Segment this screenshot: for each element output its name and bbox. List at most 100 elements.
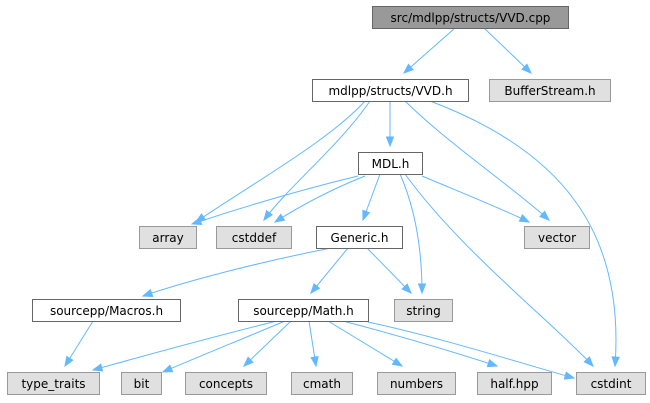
node-box — [477, 372, 552, 395]
node-box[interactable] — [316, 226, 403, 249]
arrowhead — [310, 282, 321, 295]
node-box — [185, 372, 267, 395]
edge-line — [399, 173, 423, 294]
node-concepts: concepts — [185, 372, 267, 395]
node-box — [7, 372, 100, 395]
node-label: BufferStream.h — [504, 84, 595, 98]
arrowhead — [243, 356, 254, 367]
arrowhead — [391, 357, 404, 367]
edge-generic-h-to-macros-h — [141, 247, 332, 297]
edge-vvd-cpp-to-vvd-h — [402, 27, 456, 74]
node-box — [291, 372, 353, 395]
node-label: array — [152, 231, 183, 245]
edge-line — [367, 321, 575, 379]
node-box — [394, 299, 453, 322]
edge-line — [263, 100, 371, 221]
node-box — [576, 372, 646, 395]
node-label: sourcepp/Math.h — [253, 304, 354, 318]
edge-line — [243, 320, 292, 367]
node-label: concepts — [199, 377, 253, 391]
node-cmath: cmath — [291, 372, 353, 395]
arrowhead — [64, 355, 74, 368]
edge-line — [342, 320, 498, 367]
arrowhead — [310, 355, 319, 368]
edge-mdl-h-to-cstddef — [273, 175, 366, 223]
node-label: src/mdlpp/structs/VVD.cpp — [391, 11, 551, 25]
arrowhead — [518, 214, 531, 223]
arrowhead — [190, 216, 203, 226]
node-vvd-h[interactable]: mdlpp/structs/VVD.h — [312, 79, 469, 102]
edge-mdl-h-to-cstdint — [404, 173, 594, 368]
arrowhead — [401, 283, 412, 294]
node-label: mdlpp/structs/VVD.h — [328, 84, 452, 98]
node-type-traits: type_traits — [7, 372, 100, 395]
edge-generic-h-to-string — [366, 247, 412, 294]
node-label: MDL.h — [372, 157, 410, 171]
edge-line — [404, 100, 550, 221]
node-bufferstream-h: BufferStream.h — [489, 79, 611, 102]
node-box — [121, 372, 162, 395]
edge-vvd-h-to-vector — [404, 100, 551, 221]
edge-line — [327, 320, 403, 367]
edge-math-h-to-numbers — [327, 320, 404, 367]
edge-generic-h-to-math-h — [310, 247, 349, 295]
node-box — [524, 226, 590, 249]
node-bit: bit — [121, 372, 162, 395]
arrowhead — [263, 209, 274, 222]
arrowhead — [141, 288, 154, 297]
node-label: half.hpp — [490, 377, 538, 391]
node-box — [216, 226, 292, 249]
arrowhead — [385, 136, 395, 148]
node-cstdint: cstdint — [576, 372, 646, 395]
arrowhead — [362, 209, 371, 222]
node-generic-h[interactable]: Generic.h — [316, 226, 403, 249]
edge-mdl-h-to-array — [190, 175, 359, 226]
arrowhead — [417, 283, 427, 295]
edge-vvd-h-to-mdl-h — [385, 101, 395, 148]
edge-vvd-cpp-to-bufferstream-h — [483, 27, 532, 74]
node-box[interactable] — [358, 152, 423, 175]
edge-line — [404, 173, 594, 367]
node-box[interactable] — [312, 79, 469, 102]
edge-line — [92, 320, 278, 371]
edge-math-h-to-cmath — [308, 320, 319, 368]
arrowhead — [521, 63, 532, 74]
node-label: type_traits — [21, 377, 85, 391]
node-box[interactable] — [32, 299, 181, 322]
edge-line — [429, 100, 617, 367]
edge-mdl-h-to-string — [399, 173, 427, 295]
arrowhead — [402, 63, 414, 74]
node-vvd-cpp[interactable]: src/mdlpp/structs/VVD.cpp — [372, 6, 569, 29]
edge-line — [274, 175, 366, 223]
node-macros-h[interactable]: sourcepp/Macros.h — [32, 299, 181, 322]
node-box — [377, 372, 456, 395]
edges-layer — [64, 27, 620, 380]
edge-macros-h-to-type-traits — [64, 320, 94, 368]
node-label: cmath — [303, 377, 341, 391]
node-label: vector — [538, 231, 576, 245]
node-label: bit — [134, 377, 150, 391]
edge-math-h-to-cstdint — [367, 321, 576, 380]
arrowhead — [563, 371, 576, 380]
node-label: sourcepp/Macros.h — [50, 304, 163, 318]
node-label: cstdint — [591, 377, 632, 391]
node-label: numbers — [390, 377, 443, 391]
edge-line — [142, 247, 332, 297]
edge-math-h-to-type-traits — [91, 320, 278, 372]
arrowhead — [583, 356, 594, 368]
edge-math-h-to-concepts — [243, 320, 292, 367]
edge-line — [483, 27, 532, 74]
node-half-hpp: half.hpp — [477, 372, 552, 395]
edge-line — [191, 175, 359, 225]
node-math-h[interactable]: sourcepp/Math.h — [238, 299, 369, 322]
edge-vvd-h-to-cstdint — [429, 100, 620, 368]
node-numbers: numbers — [377, 372, 456, 395]
node-box[interactable] — [238, 299, 369, 322]
node-box — [489, 79, 611, 102]
arrowhead — [486, 359, 499, 368]
node-label: cstddef — [232, 231, 277, 245]
node-box[interactable] — [372, 6, 569, 29]
arrowhead — [273, 213, 286, 223]
node-mdl-h[interactable]: MDL.h — [358, 152, 423, 175]
